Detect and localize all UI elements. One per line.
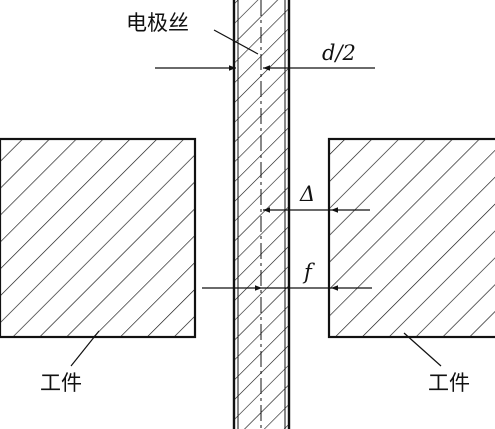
delta-label: Δ	[299, 182, 315, 206]
half-diameter-label: d/2	[322, 41, 356, 65]
workpiece-left-leader-line	[70, 330, 100, 367]
workpiece-right	[327, 137, 495, 339]
workpiece-right-label: 工件	[428, 371, 470, 395]
wire-label: 电极丝	[126, 11, 189, 35]
workpiece-left	[0, 137, 197, 339]
workpiece-left-label: 工件	[40, 371, 82, 395]
f-label: f	[302, 260, 315, 284]
wire-leader-line	[213, 29, 259, 55]
workpiece-right-leader-line	[403, 332, 442, 367]
